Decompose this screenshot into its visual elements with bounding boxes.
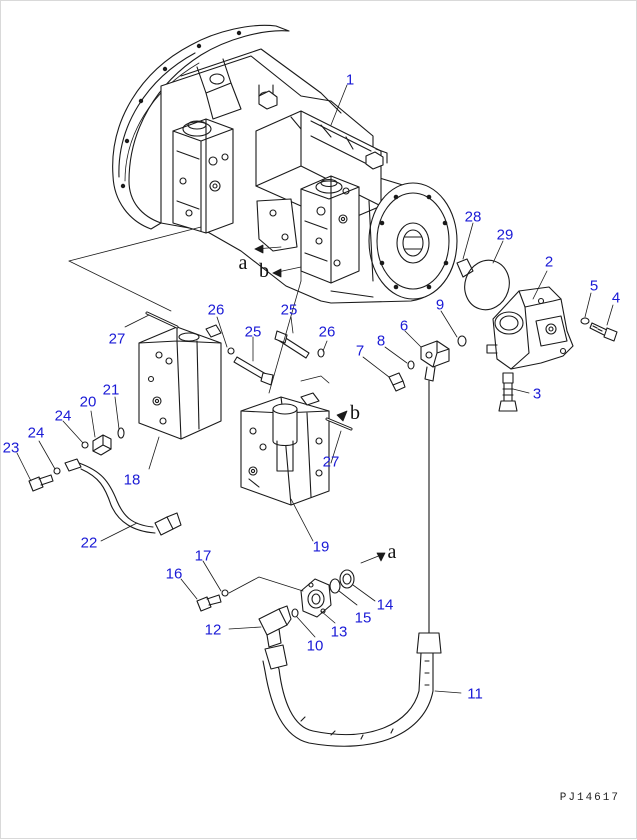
part-25-bolt-a — [233, 356, 274, 386]
callout-6[interactable]: 6 — [399, 317, 409, 335]
part-18-valve-block — [138, 324, 222, 440]
callout-10[interactable]: 10 — [306, 637, 324, 655]
part-9-o-ring — [457, 335, 467, 347]
callout-leaders — [16, 84, 614, 694]
callout-27-upper[interactable]: 27 — [108, 330, 126, 348]
part-2-outlet-block — [486, 286, 574, 370]
part-26-washer-a — [227, 347, 235, 355]
part-10-o-ring — [291, 608, 299, 618]
callout-22[interactable]: 22 — [80, 534, 98, 552]
part-19-valve-block — [240, 392, 330, 506]
callout-7[interactable]: 7 — [355, 342, 365, 360]
connection-mark-b-upper: b — [259, 260, 269, 282]
callout-19[interactable]: 19 — [312, 538, 330, 556]
callout-12[interactable]: 12 — [204, 621, 222, 639]
part-23-bolt — [28, 474, 54, 492]
callout-27-lower[interactable]: 27 — [322, 453, 340, 471]
part-8-o-ring — [407, 360, 415, 370]
part-28-plug — [456, 258, 474, 278]
part-27-pin-a — [145, 311, 179, 329]
part-3-elbow-fitting — [498, 372, 518, 412]
callout-25-right[interactable]: 25 — [280, 301, 298, 319]
callout-14[interactable]: 14 — [376, 596, 394, 614]
callout-18[interactable]: 18 — [123, 471, 141, 489]
part-21-o-ring — [117, 427, 125, 439]
callout-9[interactable]: 9 — [435, 296, 445, 314]
callout-26-left[interactable]: 26 — [207, 301, 225, 319]
connection-mark-a-upper: a — [238, 252, 248, 274]
connection-mark-b-lower: b — [350, 402, 360, 424]
part-24-washer-b — [53, 467, 61, 475]
callout-13[interactable]: 13 — [330, 623, 348, 641]
part-20-plug — [92, 434, 112, 456]
part-13-flange — [300, 578, 332, 618]
reference-lines — [68, 226, 386, 564]
callout-24-upper[interactable]: 24 — [54, 407, 72, 425]
part-27-pin-b — [325, 417, 353, 431]
part-7-plug — [388, 372, 406, 392]
part-12-elbow — [258, 605, 292, 648]
part-6-tee-fitting — [420, 340, 450, 382]
callout-25-left[interactable]: 25 — [244, 323, 262, 341]
part-16-bolt — [196, 594, 222, 612]
part-17-washer — [221, 589, 229, 597]
callout-28[interactable]: 28 — [464, 208, 482, 226]
connection-mark-a-lower: a — [387, 541, 397, 563]
callout-2[interactable]: 2 — [544, 253, 554, 271]
callout-21[interactable]: 21 — [102, 381, 120, 399]
callout-26-right[interactable]: 26 — [318, 323, 336, 341]
part-4-bolt — [589, 322, 618, 342]
callout-23[interactable]: 23 — [2, 439, 20, 457]
part-15-o-ring — [329, 578, 341, 594]
part-24-washer-a — [81, 441, 89, 449]
part-29-o-ring — [464, 259, 510, 311]
bolt-leader-line — [228, 576, 304, 594]
callout-4[interactable]: 4 — [611, 289, 621, 307]
part-11-hose — [262, 380, 442, 747]
part-22-tube — [64, 458, 182, 536]
callout-11[interactable]: 11 — [467, 685, 483, 703]
main-pump-assembly — [112, 24, 458, 304]
callout-20[interactable]: 20 — [79, 393, 97, 411]
callout-1[interactable]: 1 — [345, 71, 355, 89]
callout-5[interactable]: 5 — [589, 277, 599, 295]
callout-8[interactable]: 8 — [376, 332, 386, 350]
part-26-washer-b — [317, 348, 325, 358]
callout-15[interactable]: 15 — [354, 609, 372, 627]
drawing-code: PJ14617 — [559, 792, 620, 804]
callout-3[interactable]: 3 — [532, 385, 542, 403]
callout-24-lower[interactable]: 24 — [27, 424, 45, 442]
part-14-adapter — [339, 569, 355, 589]
callout-16[interactable]: 16 — [165, 565, 183, 583]
part-5-washer — [580, 317, 590, 325]
callout-29[interactable]: 29 — [496, 226, 514, 244]
callout-17[interactable]: 17 — [194, 547, 212, 565]
